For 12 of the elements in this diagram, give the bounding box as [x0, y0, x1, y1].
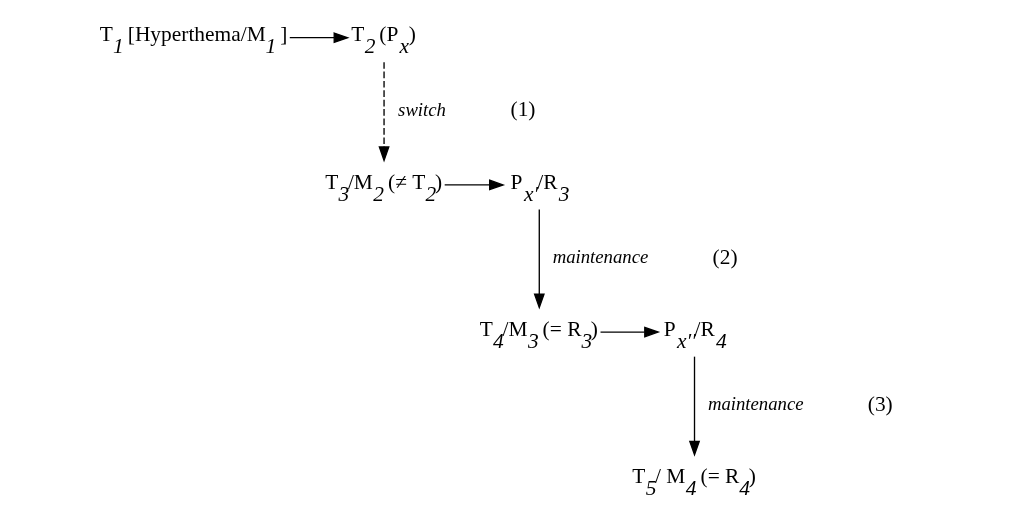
arrow — [599, 326, 660, 338]
edge-label: maintenance — [552, 245, 648, 267]
arrow — [377, 61, 390, 163]
label: (2) — [712, 244, 738, 269]
arrow — [688, 356, 700, 457]
arrow — [443, 179, 505, 191]
edge-label: maintenance — [707, 392, 804, 414]
arrow — [533, 208, 545, 310]
arrow — [288, 32, 350, 44]
label: (3) — [867, 391, 893, 416]
edge-label: switch — [397, 98, 446, 120]
label: (1) — [510, 97, 535, 122]
